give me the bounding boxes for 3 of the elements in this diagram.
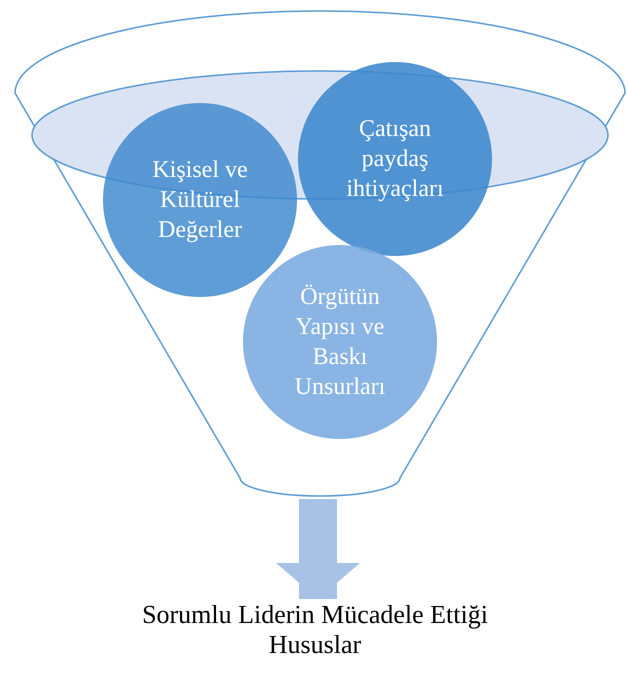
- funnel-shape: [12, 8, 628, 498]
- block-arrow: [276, 499, 360, 599]
- result-text: Sorumlu Liderin Mücadele Ettiği Hususlar: [95, 600, 535, 672]
